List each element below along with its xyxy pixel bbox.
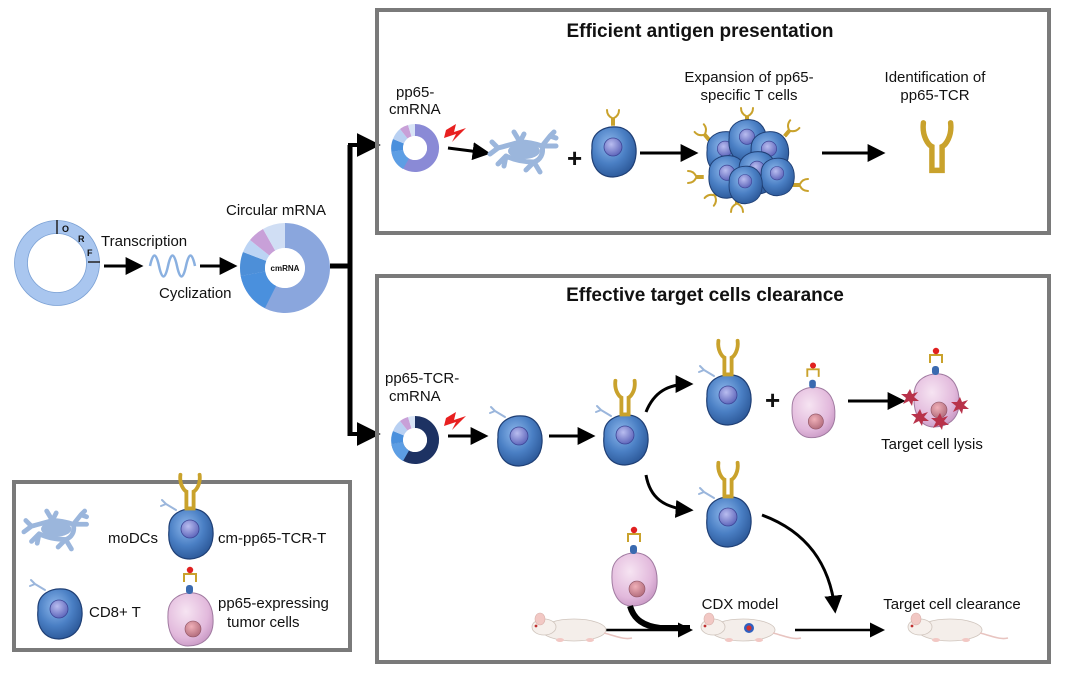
orf-letter-r: R xyxy=(78,234,85,244)
legend-tumor-label-line1: pp65-expressing xyxy=(218,595,329,612)
orf-letter-f: F xyxy=(87,248,93,258)
target-cell-lysis-label: Target cell lysis xyxy=(881,436,983,453)
legend-modcs-label: moDCs xyxy=(108,530,158,547)
modc-cell-icon xyxy=(490,132,556,172)
inoculation-curve xyxy=(627,605,690,631)
legend-tumor-icon xyxy=(166,565,215,647)
tcr-t-cell-bottom xyxy=(595,378,649,466)
circular-mrna-label: Circular mRNA xyxy=(226,202,326,219)
tumor-cell-inoculum xyxy=(610,525,659,607)
mouse-naive xyxy=(531,612,633,643)
treatment-arrow xyxy=(761,513,843,614)
target-clearance-title: Effective target cells clearance xyxy=(566,285,844,306)
antigen-presentation-panel xyxy=(375,8,1051,235)
cmrna-center-label: cmRNA xyxy=(271,264,300,273)
transcription-label: Transcription xyxy=(101,233,187,250)
pp65-tcr-icon xyxy=(923,123,951,171)
mouse-cdx xyxy=(700,612,802,643)
target-cell-clearance-label: Target cell clearance xyxy=(883,596,1021,613)
tumor-cell-bottom xyxy=(791,361,836,439)
pp65-cmrna-label-line1: pp65- xyxy=(396,84,434,101)
legend-cd8-label: CD8+ T xyxy=(89,604,141,621)
orf-letter-o: O xyxy=(62,224,69,234)
tcell-with-tcr-top xyxy=(591,109,637,178)
cd8-tcell-bottom xyxy=(489,406,543,467)
plus-sign-bottom: + xyxy=(765,385,780,415)
legend-modc-icon xyxy=(24,511,87,549)
cdx-model-label: CDX model xyxy=(702,596,779,613)
antigen-presentation-title: Efficient antigen presentation xyxy=(566,21,833,42)
legend-tcr-t-label: cm-pp65-TCR-T xyxy=(218,530,326,547)
identification-label-line1: Identification of xyxy=(885,69,987,86)
legend-tcr-t-icon xyxy=(160,472,214,560)
branch-connector xyxy=(330,133,381,446)
transfection-arrow-top xyxy=(447,142,491,161)
expansion-label-line1: Expansion of pp65- xyxy=(684,69,813,86)
legend-cd8-icon xyxy=(29,579,83,640)
tcr-cmrna-label-line1: pp65-TCR- xyxy=(385,370,459,387)
orf-plasmid: O R F xyxy=(14,220,100,306)
linear-mrna-icon xyxy=(148,254,197,278)
cmrna-donut: cmRNA xyxy=(240,223,330,313)
electroporation-bolt-icon-bottom xyxy=(444,412,466,430)
tcr-t-cell-lower xyxy=(698,460,752,548)
expanded-tcell-cluster xyxy=(687,107,809,213)
cyclization-label: Cyclization xyxy=(159,285,232,302)
mouse-cleared xyxy=(907,612,1009,643)
tcr-t-cell-upper xyxy=(698,338,752,426)
target-clearance-panel xyxy=(375,274,1051,664)
pp65-cmrna-donut xyxy=(391,123,440,172)
pp65-cmrna-label-line2: cmRNA xyxy=(389,101,441,118)
tcr-cmrna-donut xyxy=(391,415,440,464)
identification-label-line2: pp65-TCR xyxy=(900,87,969,104)
branch-arrow-upper xyxy=(644,375,694,413)
expansion-label-line2: specific T cells xyxy=(701,87,798,104)
electroporation-bolt-icon xyxy=(444,124,466,142)
legend-tumor-label-line2: tumor cells xyxy=(227,614,300,631)
plus-sign-top: + xyxy=(567,143,582,173)
tcr-cmrna-label-line2: cmRNA xyxy=(389,388,441,405)
lysed-tumor-cell xyxy=(901,346,969,430)
branch-arrow-lower xyxy=(644,474,694,518)
